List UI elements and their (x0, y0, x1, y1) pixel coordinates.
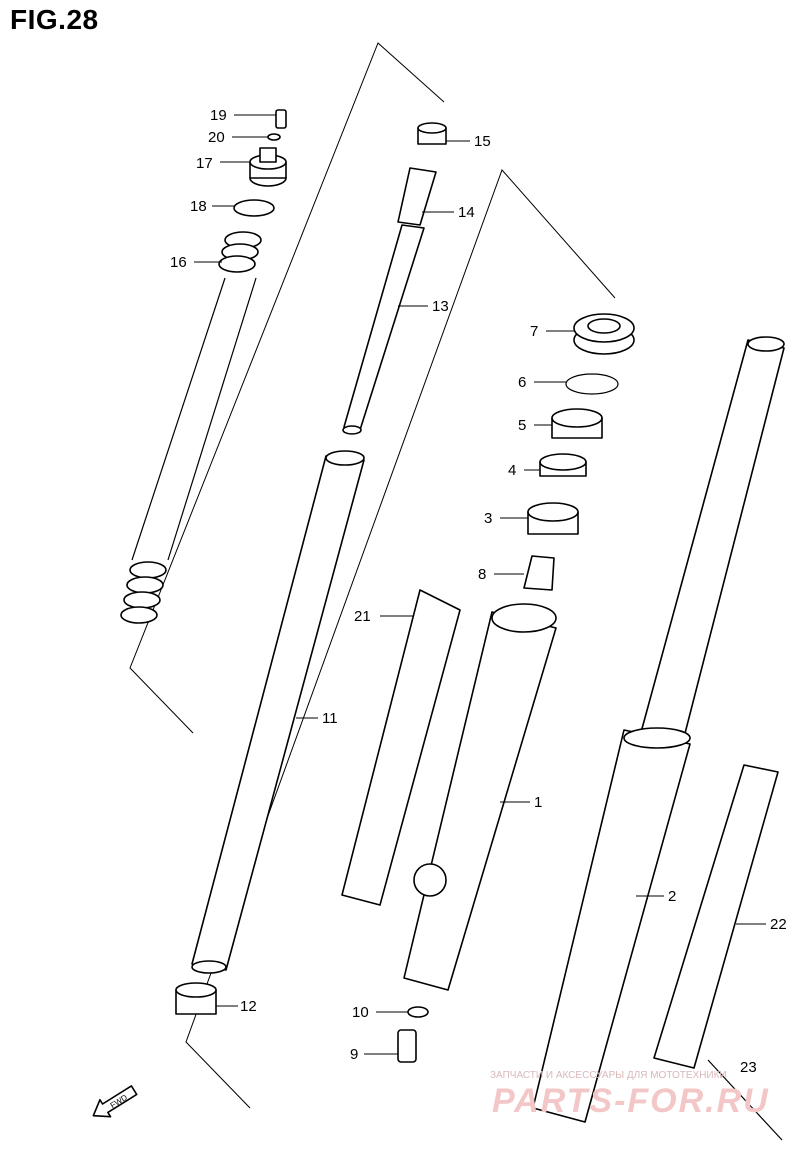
small-bolt (275, 109, 287, 129)
callout-4: 4 (508, 462, 516, 479)
callout-11: 11 (322, 710, 338, 727)
fork-guard-left (341, 589, 461, 906)
slide-bushing (175, 982, 217, 1015)
callout-19: 19 (210, 107, 227, 124)
fwd-arrow-icon: FWD (92, 1085, 138, 1118)
damper-bolt (397, 1029, 417, 1063)
callout-13: 13 (432, 298, 449, 315)
inner-tube (191, 450, 365, 974)
guide-bushing (527, 502, 579, 535)
watermark-logo: PARTS-FOR.RU (492, 1082, 770, 1120)
callout-1: 1 (534, 794, 542, 811)
callout-20: 20 (208, 129, 225, 146)
callout-22: 22 (770, 916, 787, 933)
fork-assembly-right (532, 336, 785, 1123)
fork-spring (120, 231, 262, 624)
callout-23: 23 (740, 1059, 757, 1076)
fork-guard-right (653, 764, 779, 1069)
callout-6: 6 (518, 374, 526, 391)
callout-5: 5 (518, 417, 526, 434)
group-outline-right (185, 169, 616, 1109)
cap-bolt (249, 147, 287, 187)
callout-18: 18 (190, 198, 207, 215)
callout-2: 2 (668, 888, 676, 905)
callout-3: 3 (484, 510, 492, 527)
callout-10: 10 (352, 1004, 369, 1021)
washer (233, 199, 275, 217)
top-bushing (417, 122, 447, 145)
watermark-caption: ЗАПЧАСТИ И АКСЕССУАРЫ ДЛЯ МОТОТЕХНИКИ (490, 1070, 727, 1081)
callout-14: 14 (458, 204, 475, 221)
figure-title: FIG.28 (10, 4, 99, 35)
outer-tube-left (403, 603, 557, 991)
callout-16: 16 (170, 254, 187, 271)
callout-12: 12 (240, 998, 257, 1015)
seal-spacer (539, 453, 587, 477)
callout-labels: 19 20 17 18 16 15 14 13 7 6 5 4 3 (170, 107, 787, 1076)
cable-tie (707, 1059, 783, 1141)
callout-15: 15 (474, 133, 491, 150)
damper-rod (342, 167, 437, 435)
callout-21: 21 (354, 608, 371, 625)
callout-7: 7 (530, 323, 538, 340)
dust-seal (573, 313, 635, 355)
stopper-ring (565, 373, 619, 395)
callout-17: 17 (196, 155, 213, 172)
callout-9: 9 (350, 1046, 358, 1063)
gasket (407, 1006, 429, 1018)
oil-seal (551, 408, 603, 439)
o-ring (267, 133, 281, 141)
callout-8: 8 (478, 566, 486, 583)
group-outline-left (129, 42, 445, 734)
oil-lock-piece (523, 555, 555, 591)
